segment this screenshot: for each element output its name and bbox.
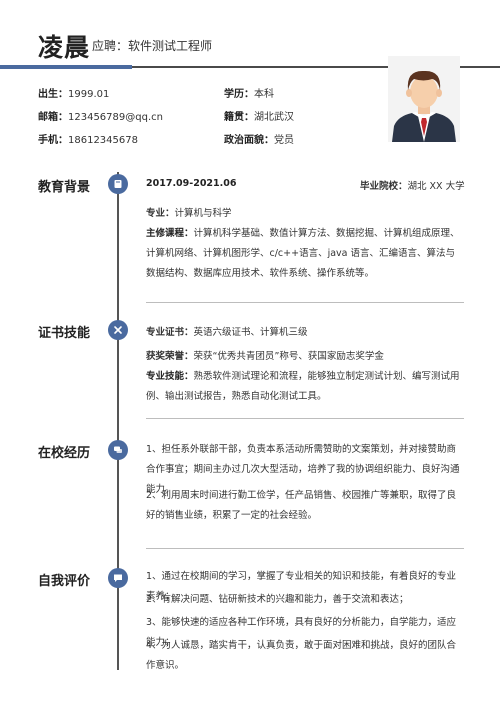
- applied-position: 应聘：软件测试工程师: [92, 39, 213, 53]
- info-origin: 籍贯：湖北武汉: [224, 108, 294, 123]
- campus-item-2: 2、利用周末时间进行勤工俭学，任产品销售、校园推广等兼职，取得了良好的销售业绩，…: [146, 490, 457, 521]
- certs-skills-value: 熟悉软件测试理论和流程，能够独立制定测试计划、编写测试用例、输出测试报告，熟悉自…: [146, 371, 460, 402]
- person-avatar-icon: [388, 56, 460, 142]
- book-icon: [108, 174, 128, 194]
- info-birth-value: 1999.01: [68, 89, 110, 100]
- header-rule: [132, 66, 500, 68]
- tools-icon: [108, 320, 128, 340]
- certs-honors: 获奖荣誉：荣获“优秀共青团员”称号、获国家励志奖学金: [146, 348, 384, 362]
- info-phone-value: 18612345678: [68, 135, 138, 146]
- certs-honors-value: 荣获“优秀共青团员”称号、获国家励志奖学金: [193, 351, 384, 362]
- info-education-label: 学历：: [224, 89, 254, 100]
- message-icon: [108, 568, 128, 588]
- info-birth: 出生：1999.01: [38, 85, 109, 100]
- info-email-value: 123456789@qq.cn: [68, 112, 163, 123]
- education-school: 毕业院校：湖北 XX 大学: [360, 178, 465, 192]
- chat-bubbles-icon: [108, 440, 128, 460]
- self-item-4: 4、为人诚恳，踏实肯干，认真负责，敢于面对困难和挑战，良好的团队合作意识。: [146, 640, 457, 671]
- info-education-value: 本科: [254, 89, 274, 100]
- section-divider: [146, 548, 464, 549]
- certs-certificates-label: 专业证书：: [146, 327, 194, 338]
- resume-name: 凌晨: [38, 33, 91, 62]
- info-birth-label: 出生：: [38, 89, 68, 100]
- info-politics-value: 党员: [274, 135, 294, 146]
- education-courses: 主修课程：计算机科学基础、数值计算方法、数据挖掘、计算机组成原理、计算机网络、计…: [146, 224, 464, 284]
- self-item-1: 1、通过在校期间的学习，掌握了专业相关的知识和技能，有着良好的专业素养；: [146, 571, 457, 602]
- education-school-value: 湖北 XX 大学: [407, 181, 465, 192]
- certs-certificates: 专业证书：英语六级证书、计算机三级: [146, 324, 308, 338]
- section-divider: [146, 302, 464, 303]
- avatar-photo: [388, 56, 460, 142]
- section-title-education: 教育背景: [38, 180, 91, 195]
- education-major-value: 计算机与科学: [174, 208, 232, 219]
- education-courses-label: 主修课程：: [146, 228, 194, 239]
- education-period: 2017.09-2021.06: [146, 178, 237, 189]
- info-email: 邮箱：123456789@qq.cn: [38, 108, 163, 123]
- certs-skills: 专业技能：熟悉软件测试理论和流程，能够独立制定测试计划、编写测试用例、输出测试报…: [146, 367, 464, 407]
- info-politics: 政治面貌：党员: [224, 131, 294, 146]
- education-school-label: 毕业院校：: [360, 181, 408, 192]
- self-item-3: 3、能够快速的适应各种工作环境，具有良好的分析能力，自学能力，适应能力；: [146, 617, 457, 648]
- info-politics-label: 政治面貌：: [224, 135, 274, 146]
- self-item-2: 2、有解决问题、钻研新技术的兴趣和能力，善于交流和表达；: [146, 594, 409, 605]
- certs-certificates-value: 英语六级证书、计算机三级: [193, 327, 308, 338]
- campus-item-1: 1、担任系外联部干部，负责本系活动所需赞助的文案策划，并对接赞助商合作事宜；期间…: [146, 444, 460, 495]
- certs-honors-label: 获奖荣誉：: [146, 351, 194, 362]
- timeline-line: [117, 172, 119, 670]
- education-major: 专业：计算机与科学: [146, 205, 232, 219]
- section-divider: [146, 418, 464, 419]
- info-origin-value: 湖北武汉: [254, 112, 294, 123]
- section-title-campus: 在校经历: [38, 446, 91, 461]
- info-phone: 手机：18612345678: [38, 131, 138, 146]
- education-major-label: 专业：: [146, 208, 175, 219]
- header-accent-bar: [0, 65, 132, 69]
- info-email-label: 邮箱：: [38, 112, 68, 123]
- section-title-self: 自我评价: [38, 574, 91, 589]
- education-courses-value: 计算机科学基础、数值计算方法、数据挖掘、计算机组成原理、计算机网络、计算机图形学…: [146, 228, 460, 279]
- info-origin-label: 籍贯：: [224, 112, 254, 123]
- certs-skills-label: 专业技能：: [146, 371, 194, 382]
- info-education: 学历：本科: [224, 85, 274, 100]
- section-title-certs: 证书技能: [38, 326, 91, 341]
- info-phone-label: 手机：: [38, 135, 68, 146]
